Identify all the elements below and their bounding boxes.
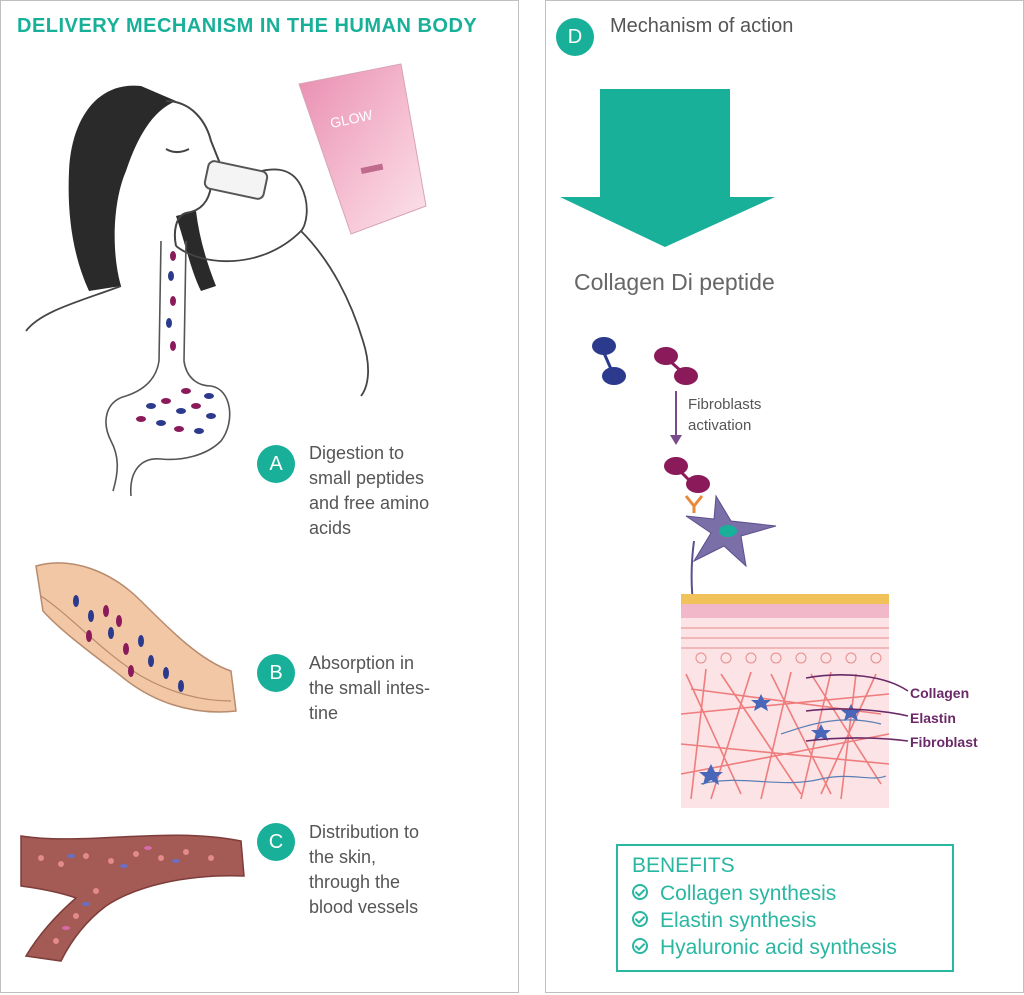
benefit-item: Hyaluronic acid synthesis — [632, 936, 897, 960]
benefits-box: BENEFITS Collagen synthesis Elastin synt… — [616, 844, 954, 972]
blood-vessel-illustration — [20, 834, 245, 962]
step-c-badge: C — [257, 823, 295, 861]
body-outline — [25, 229, 369, 397]
check-circle-icon — [632, 911, 648, 928]
hair-shape — [68, 85, 176, 292]
skin-cross-section — [680, 594, 890, 808]
benefit-item: Collagen synthesis — [632, 882, 836, 906]
skin-label-pointers — [805, 674, 909, 742]
collagen-label: Collagen — [910, 685, 970, 701]
benefit-item: Elastin synthesis — [632, 909, 816, 933]
eye-line — [165, 148, 190, 153]
benefit-item-label: Elastin synthesis — [660, 909, 817, 932]
benefit-item-label: Hyaluronic acid synthesis — [660, 936, 897, 959]
shot-glass — [203, 160, 269, 200]
intestine-peptides — [73, 595, 184, 692]
dipeptide-molecules — [592, 337, 710, 513]
hair-back — [176, 211, 216, 291]
mechanism-title: Mechanism of action — [610, 15, 794, 37]
small-intestine-illustration — [35, 562, 237, 713]
woman-drinking-illustration — [25, 85, 369, 497]
bound-dipeptide-icon — [664, 457, 710, 493]
fibroblast-cell-icon — [685, 494, 777, 568]
fibroblast-stars — [699, 694, 861, 785]
step-b-text: Absorption in the small intes- tine — [309, 653, 431, 723]
benefit-item-label: Collagen synthesis — [660, 882, 837, 905]
product-package-illustration: GLOW — [298, 63, 427, 235]
dipeptide-label: Collagen Di peptide — [574, 269, 775, 295]
elastin-fibers — [700, 719, 887, 785]
step-a-badge: A — [257, 445, 295, 483]
delivery-panel: DELIVERY MECHANISM IN THE HUMAN BODY — [0, 0, 519, 993]
mechanism-panel: D Mechanism of action Collagen Di peptid… — [545, 0, 1024, 993]
esophagus — [105, 240, 162, 492]
fibroblasts-activation-label: Fibroblasts activation — [688, 396, 762, 434]
fibroblast-label: Fibroblast — [910, 734, 978, 750]
vessel-cells — [38, 846, 214, 944]
check-circle-icon — [632, 884, 648, 901]
check-circle-icon — [632, 938, 648, 955]
magenta-dipeptide-icon — [654, 347, 698, 385]
step-d-badge: D — [556, 18, 594, 56]
benefits-title: BENEFITS — [632, 854, 735, 877]
down-arrow-icon — [560, 89, 775, 247]
blue-dipeptide-icon — [592, 337, 626, 385]
arm-outline — [245, 168, 308, 232]
delivery-title: DELIVERY MECHANISM IN THE HUMAN BODY — [17, 15, 478, 37]
step-a-text: Digestion to small peptides and free ami… — [309, 443, 430, 538]
step-c-text: Distribution to the skin, through the bl… — [309, 822, 420, 917]
collagen-fibers — [680, 668, 890, 800]
step-b-badge: B — [257, 654, 295, 692]
esophagus-right — [130, 240, 231, 497]
elastin-label: Elastin — [910, 710, 956, 726]
esophagus-peptides — [166, 251, 176, 351]
stomach-peptides — [136, 388, 216, 434]
